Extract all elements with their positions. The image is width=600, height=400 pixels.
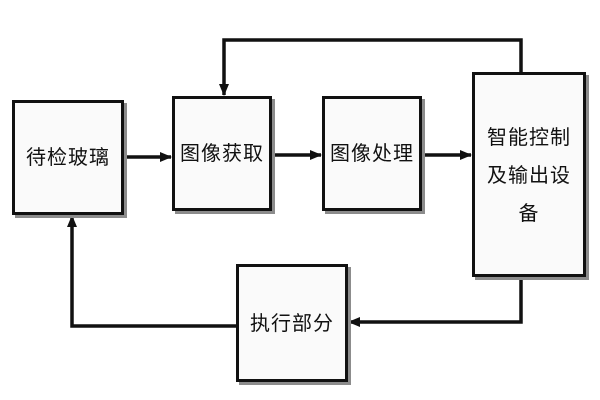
node-label: 图像获取 — [180, 141, 264, 165]
node-label: 待检玻璃 — [26, 145, 110, 169]
edge-control-to-acquire — [219, 38, 523, 96]
edge-execute-to-glass — [67, 215, 236, 328]
node-execution-unit: 执行部分 — [236, 264, 348, 382]
node-image-processing: 图像处理 — [322, 96, 422, 211]
node-image-acquisition: 图像获取 — [172, 96, 272, 211]
node-label: 图像处理 — [330, 141, 414, 165]
node-intelligent-control-output: 智能控制及输出设备 — [472, 72, 586, 277]
edge-control-to-execute — [348, 277, 523, 327]
node-label: 执行部分 — [250, 310, 334, 335]
node-label: 智能控制及输出设备 — [487, 124, 571, 225]
node-glass-to-inspect: 待检玻璃 — [12, 100, 124, 215]
